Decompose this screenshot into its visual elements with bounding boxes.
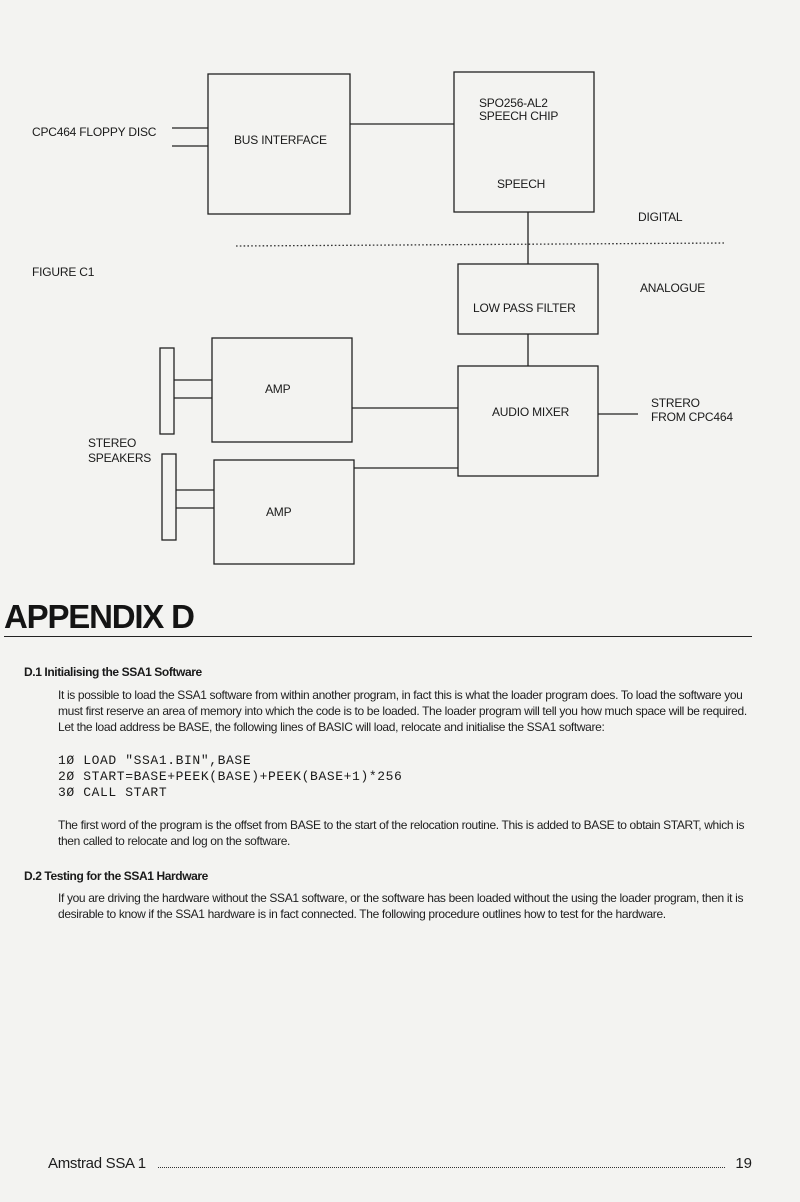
stereo-source-line2: FROM CPC464: [651, 410, 733, 424]
title-rule: [4, 636, 752, 637]
chip-label-line2: SPEECH CHIP: [479, 109, 559, 123]
section-d2-paragraph: If you are driving the hardware without …: [58, 891, 744, 921]
speech-chip-box: [453, 71, 595, 213]
code-line-30: 3Ø CALL START: [58, 785, 168, 800]
amp-bottom-label: AMP: [266, 505, 292, 519]
footer-title: Amstrad SSA 1: [48, 1155, 146, 1172]
bus-interface-box: [207, 73, 351, 215]
speaker-bottom: [161, 453, 177, 541]
digital-label: DIGITAL: [638, 210, 683, 224]
low-pass-filter-box: [457, 263, 599, 335]
figure-caption: FIGURE C1: [32, 265, 95, 279]
amp-top-box: [211, 337, 353, 443]
page-footer: Amstrad SSA 1 19: [48, 1150, 752, 1172]
low-pass-filter-label: LOW PASS FILTER: [473, 301, 576, 315]
block-diagram-figure: CPC464 FLOPPY DISC BUS INTERFACE SPO256-…: [0, 0, 800, 600]
page-number: 19: [735, 1155, 752, 1172]
block-diagram-lines: [159, 71, 727, 565]
footer-leader-dots: [157, 1167, 726, 1168]
code-line-20: 2Ø START=BASE+PEEK(BASE)+PEEK(BASE+1)*25…: [58, 769, 403, 784]
digital-analogue-divider: [235, 242, 727, 247]
analogue-label: ANALOGUE: [640, 281, 706, 295]
amp-top-label: AMP: [265, 382, 291, 396]
stereo-source-line1: STRERO: [651, 396, 700, 410]
section-d2-heading: D.2 Testing for the SSA1 Hardware: [24, 869, 208, 883]
speaker-top: [159, 347, 175, 435]
chip-label-line1: SPO256-AL2: [479, 96, 548, 110]
section-d1-paragraph: It is possible to load the SSA1 software…: [58, 688, 747, 734]
bus-interface-label: BUS INTERFACE: [234, 133, 327, 147]
audio-mixer-box: [457, 365, 599, 477]
section-d1-heading: D.1 Initialising the SSA1 Software: [24, 665, 202, 679]
speakers-label-line1: STEREO: [88, 436, 137, 450]
speakers-label-line2: SPEAKERS: [88, 451, 152, 465]
section-d1-paragraph-2: The first word of the program is the off…: [58, 818, 745, 848]
audio-mixer-label: AUDIO MIXER: [492, 405, 570, 419]
speech-label: SPEECH: [497, 177, 546, 191]
code-line-10: 1Ø LOAD "SSA1.BIN",BASE: [58, 753, 252, 768]
amp-bottom-box: [213, 459, 355, 565]
appendix-title: APPENDIX D: [4, 598, 195, 635]
floppy-label: CPC464 FLOPPY DISC: [32, 125, 157, 139]
